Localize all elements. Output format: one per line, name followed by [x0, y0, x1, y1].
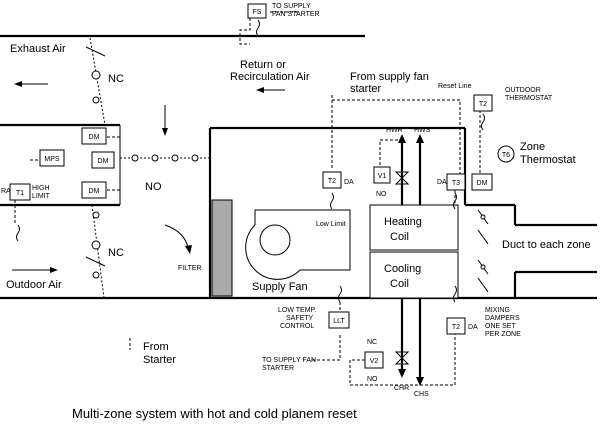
heating-coil-label: Heating	[384, 216, 422, 228]
supply-fan	[245, 209, 351, 280]
svg-text:T2: T2	[328, 178, 336, 185]
reset-line-label: Reset Line	[438, 83, 472, 90]
nc-v2-label: NC	[367, 339, 377, 346]
minimum-position-switch: MPS	[39, 149, 65, 167]
chr-label: CHR	[394, 385, 409, 392]
da-t3-label: DA	[437, 179, 447, 186]
from-starter-label: From	[143, 341, 169, 353]
low-temp-label-3: CONTROL	[280, 323, 314, 330]
valve-symbols	[394, 171, 410, 365]
mixing-dampers-label-2: DAMPERS	[485, 315, 520, 322]
svg-text:DM: DM	[477, 180, 488, 187]
outdoor-air-label: Outdoor Air	[6, 279, 62, 291]
nc-bottom-label: NC	[108, 247, 124, 259]
svg-text:MPS: MPS	[44, 156, 60, 163]
from-supply-fan-label: From supply fan	[350, 71, 429, 83]
outdoor-thermostat-t2: T2	[473, 94, 493, 112]
low-limit-thermostat-llt: LLT	[328, 311, 350, 329]
svg-text:T6: T6	[502, 152, 510, 159]
diagram-labels: Exhaust Air Outdoor Air Return or Recirc…	[1, 3, 591, 398]
svg-text:T1: T1	[16, 190, 24, 197]
no-v2-label: NO	[367, 376, 378, 383]
da-t2b-label: DA	[468, 324, 478, 331]
mixing-dampers-label-4: PER ZONE	[485, 331, 521, 338]
to-supply-fan-bottom-label: TO SUPPLY FAN	[262, 357, 316, 364]
damper-motor-exhaust: DM	[81, 127, 107, 145]
no-v1-label: NO	[376, 191, 387, 198]
svg-text:T2: T2	[452, 324, 460, 331]
low-temp-label: LOW TEMP.	[278, 307, 316, 314]
damper-motor-outdoor: DM	[81, 181, 107, 199]
cold-deck-thermostat-t2: T2	[446, 317, 466, 335]
to-supply-fan-bottom-label-2: STARTER	[262, 365, 294, 372]
return-air-label: Return or	[240, 59, 286, 71]
ra-label: RA	[1, 188, 11, 195]
low-limit-label: Low Limit	[316, 221, 346, 228]
high-limit-label-2: LIMIT	[32, 193, 51, 200]
outdoor-thermostat-label-2: THERMOSTAT	[505, 95, 553, 102]
damper-motor-return: DM	[91, 151, 115, 169]
water-pipes	[398, 134, 424, 386]
high-limit-label: HIGH	[32, 185, 50, 192]
discharge-thermostat-t2: T2	[322, 171, 342, 189]
to-supply-fan-top-label: TO SUPPLY	[272, 3, 311, 10]
svg-text:V1: V1	[378, 173, 387, 180]
outdoor-thermostat-label: OUTDOOR	[505, 87, 541, 94]
from-starter-label-2: Starter	[143, 354, 176, 366]
mixing-dampers-label-3: ONE SET	[485, 323, 516, 330]
control-wiring	[14, 11, 481, 386]
from-supply-fan-label-2: starter	[350, 83, 382, 95]
heating-coil	[369, 204, 459, 251]
hws-label: HWS	[414, 127, 431, 134]
airflow-arrows	[12, 81, 285, 273]
duct-to-zone-label: Duct to each zone	[502, 239, 591, 251]
exhaust-air-label: Exhaust Air	[10, 43, 66, 55]
return-damper-chain	[120, 154, 210, 162]
filter	[211, 199, 233, 297]
svg-text:FS: FS	[253, 9, 262, 16]
mixed-air-thermostat-t1: T1	[9, 183, 31, 201]
to-supply-fan-top-label-2: FAN STARTER	[272, 11, 320, 18]
chs-label: CHS	[414, 391, 429, 398]
zone-thermostat-label: Zone	[520, 141, 545, 153]
ductwork	[0, 34, 597, 300]
hot-deck-thermostat-t3: T3	[446, 173, 466, 191]
hwr-label: HWR	[386, 127, 403, 134]
svg-text:LLT: LLT	[333, 318, 345, 325]
mixing-dampers-label: MIXING	[485, 307, 510, 314]
svg-text:DM: DM	[89, 188, 100, 195]
no-damper-label: NO	[145, 181, 162, 193]
cooling-coil-label: Cooling	[384, 263, 421, 275]
recirculation-air-label: Recirculation Air	[230, 71, 310, 83]
heating-coil-label-2: Coil	[390, 231, 409, 243]
filter-label: FILTER	[178, 265, 202, 272]
hot-water-valve-v1: V1	[373, 166, 391, 184]
zone-thermostat-t6: T6	[497, 145, 515, 163]
nc-top-label: NC	[108, 73, 124, 85]
svg-text:V2: V2	[370, 358, 379, 365]
low-temp-label-2: SAFETY	[286, 315, 314, 322]
cooling-coil	[369, 251, 459, 299]
zone-damper-motor: DM	[471, 173, 493, 191]
svg-text:DM: DM	[98, 158, 109, 165]
supply-fan-label: Supply Fan	[252, 281, 308, 293]
svg-text:T3: T3	[452, 180, 460, 187]
cooling-coil-label-2: Coil	[390, 278, 409, 290]
mixing-dampers	[477, 209, 489, 293]
chilled-water-valve-v2: V2	[364, 351, 384, 369]
diagram-caption: Multi-zone system with hot and cold plan…	[72, 406, 357, 421]
da-t2-label: DA	[344, 179, 354, 186]
sensor-elements	[16, 19, 485, 303]
svg-text:DM: DM	[89, 134, 100, 141]
damper-stacks	[85, 37, 106, 299]
fs-switch: FS	[247, 3, 267, 19]
svg-text:T2: T2	[479, 101, 487, 108]
zone-thermostat-label-2: Thermostat	[520, 154, 576, 166]
